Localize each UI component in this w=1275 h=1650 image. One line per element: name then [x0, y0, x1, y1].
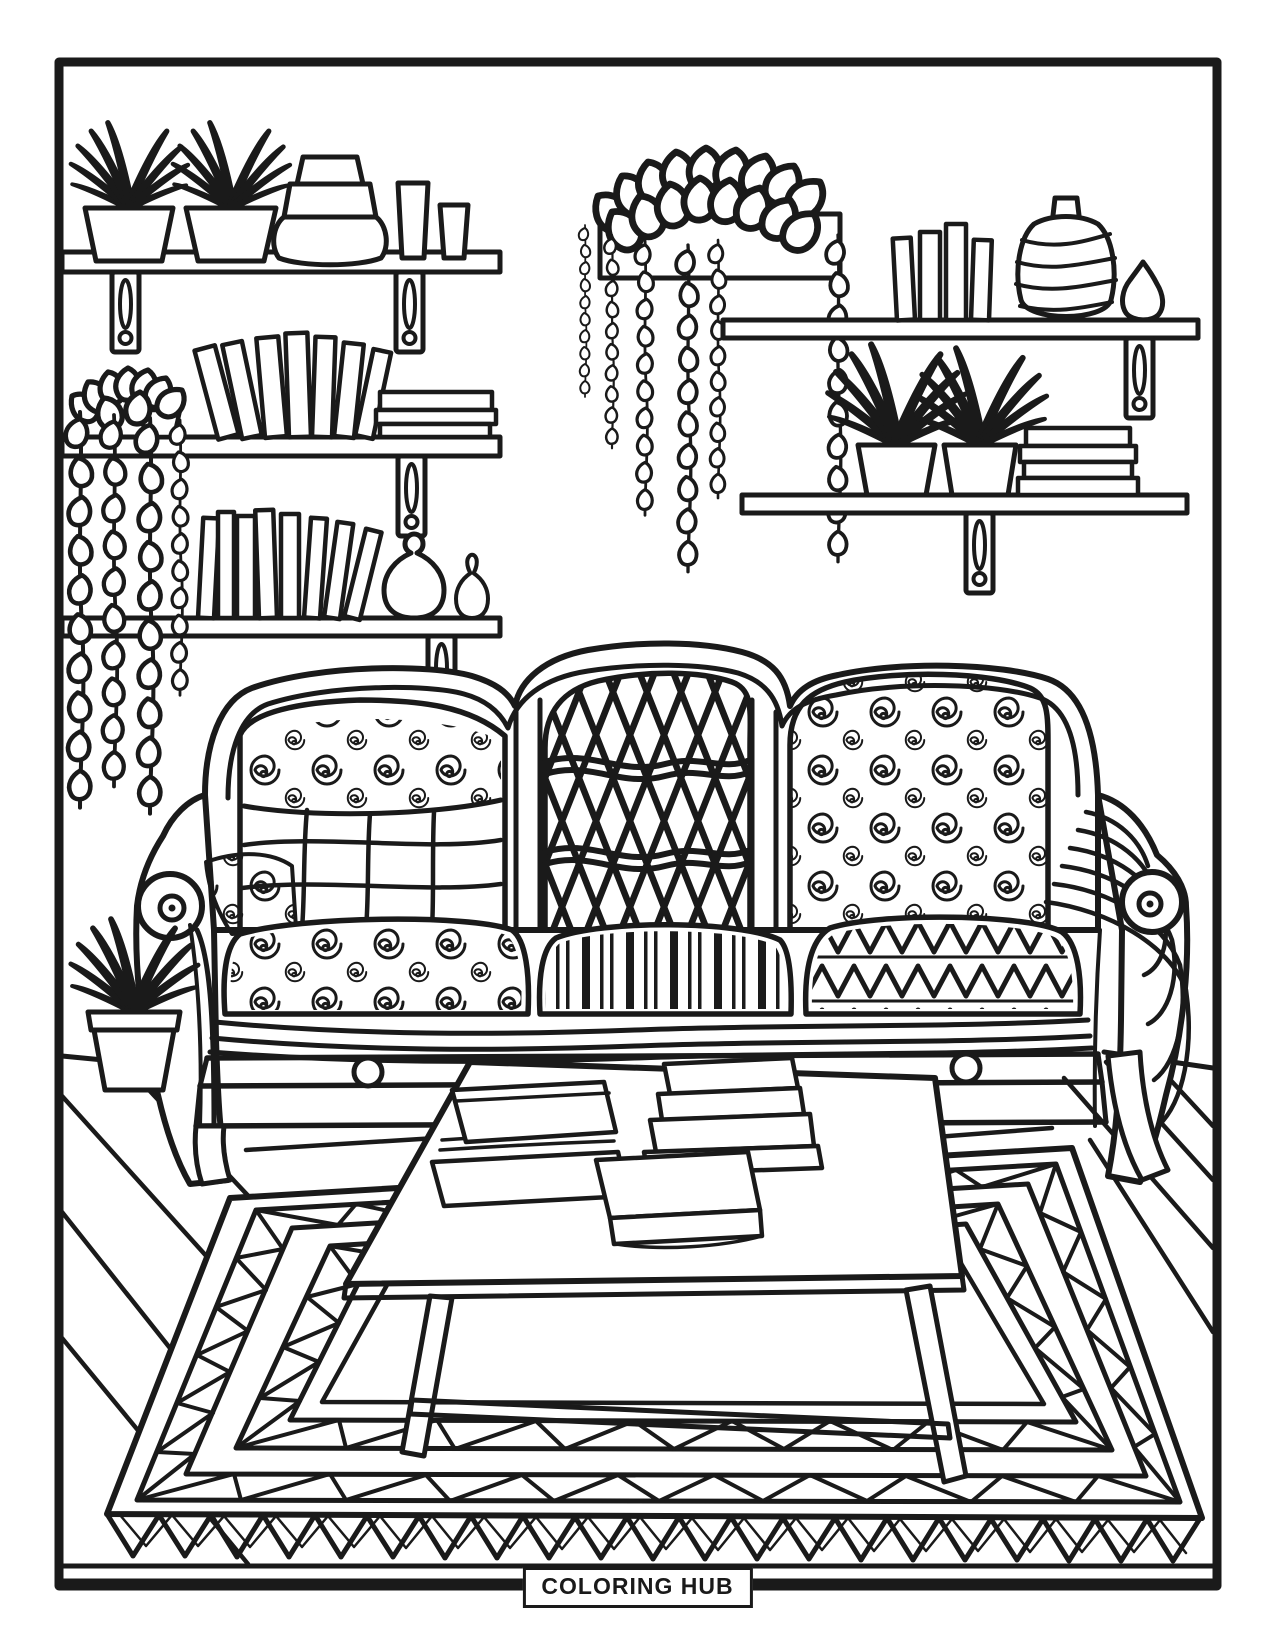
wall-shelves-right [720, 195, 1201, 593]
shelf-bracket [398, 456, 425, 536]
potted-plant [828, 345, 965, 498]
shelf-lower-right [739, 345, 1190, 593]
potted-plant [71, 123, 188, 264]
seat-cushion-left [221, 916, 532, 1017]
rug-triangle-fringe [104, 1511, 1202, 1564]
pear-vase [1120, 259, 1166, 323]
stacked-books [1015, 425, 1141, 498]
seat-cushion-middle [536, 922, 794, 1017]
table-stretcher [407, 1397, 953, 1441]
sofa-apron [193, 1017, 1109, 1129]
shelf-middle-left [59, 330, 503, 536]
stacked-books [641, 1055, 825, 1177]
trailing-plant-left [63, 367, 190, 813]
apron-knob [949, 1051, 983, 1085]
wall-shelves-left [59, 123, 503, 814]
potted-plant [173, 123, 290, 264]
shelf-bracket [1126, 338, 1153, 418]
stacked-books [373, 389, 499, 440]
gourd-vase [381, 531, 447, 621]
bud-vase [453, 552, 491, 621]
brand-label-box: COLORING HUB [522, 1567, 753, 1608]
hanging-planter-center [578, 147, 850, 572]
single-book [593, 1149, 765, 1250]
shelf-bracket [396, 272, 423, 352]
back-panel-right-rosettes [787, 671, 1051, 933]
leaning-books [192, 330, 394, 442]
standing-books [195, 507, 384, 623]
apron-knob [351, 1055, 385, 1089]
shelf-upper-right [720, 195, 1201, 418]
tiered-vase [271, 154, 389, 268]
short-cup [437, 202, 471, 261]
sofa [133, 640, 1191, 1187]
shelf-top-left [59, 123, 503, 352]
seat-cushion-right [802, 914, 1084, 1017]
shelf-lower-left [59, 507, 503, 716]
back-panel-middle-lattice [542, 670, 754, 933]
brand-label: COLORING HUB [541, 1573, 734, 1599]
back-panel-left-tufted [237, 697, 508, 933]
shelf-bracket [966, 513, 993, 593]
shelf-bracket [112, 272, 139, 352]
tall-cup [395, 180, 431, 261]
striped-vase [1014, 195, 1118, 319]
floor-plant [71, 919, 198, 1093]
standing-books [890, 221, 995, 323]
potted-plant [914, 348, 1046, 498]
coffee-table [341, 1055, 969, 1485]
